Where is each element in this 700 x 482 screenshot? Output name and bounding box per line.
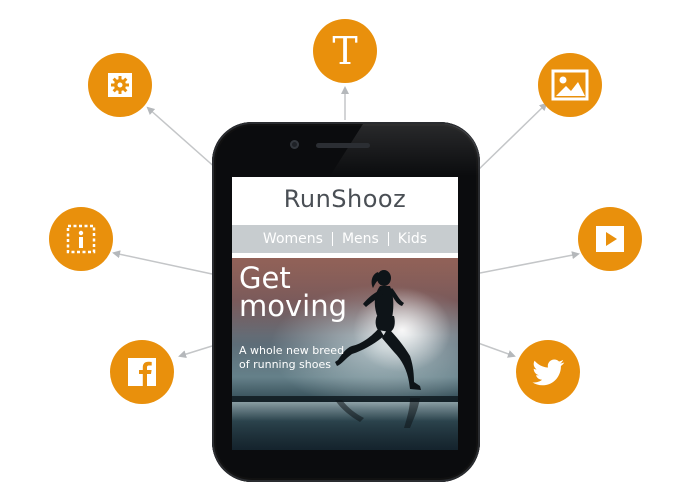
front-camera <box>290 140 299 149</box>
site-title[interactable]: RunShooz <box>283 185 407 213</box>
text-icon: T <box>332 29 358 73</box>
infographic: T <box>49 19 642 482</box>
nav-separator <box>331 232 333 246</box>
connector-facebook <box>178 345 213 359</box>
hero-horizon <box>232 396 458 402</box>
hero-headline: Get moving <box>239 261 347 323</box>
nav-separator <box>387 232 389 246</box>
nav-mens[interactable]: Mens <box>341 231 379 247</box>
play-icon <box>596 226 624 252</box>
category-nav: Womens Mens Kids <box>232 225 458 253</box>
connector-info <box>112 250 213 275</box>
info-icon <box>66 224 96 254</box>
nav-womens[interactable]: Womens <box>262 231 323 247</box>
connector-image <box>475 102 548 173</box>
twitter-feature-button[interactable] <box>516 340 580 404</box>
hero-subtitle: A whole new breed of running shoes <box>239 344 345 371</box>
phone-screen: RunShooz Womens Mens Kids <box>232 177 458 450</box>
earpiece-speaker <box>316 143 370 148</box>
runner-silhouette <box>335 270 421 428</box>
image-icon <box>551 69 589 101</box>
connector-video <box>479 251 580 274</box>
connector-twitter <box>477 342 516 358</box>
image-feature-button[interactable] <box>538 53 602 117</box>
connector-lines <box>112 86 580 359</box>
text-feature-button[interactable]: T <box>313 19 377 83</box>
facebook-feature-button[interactable] <box>110 340 174 404</box>
facebook-icon <box>128 358 156 386</box>
info-feature-button[interactable] <box>49 207 113 271</box>
hero-banner[interactable]: Get moving A whole new breed of running … <box>232 258 458 450</box>
twitter-icon <box>532 359 565 386</box>
nav-kids[interactable]: Kids <box>397 231 428 247</box>
video-feature-button[interactable] <box>578 207 642 271</box>
settings-feature-button[interactable] <box>88 53 152 117</box>
gear-icon <box>108 73 132 97</box>
connector-settings <box>146 106 219 171</box>
